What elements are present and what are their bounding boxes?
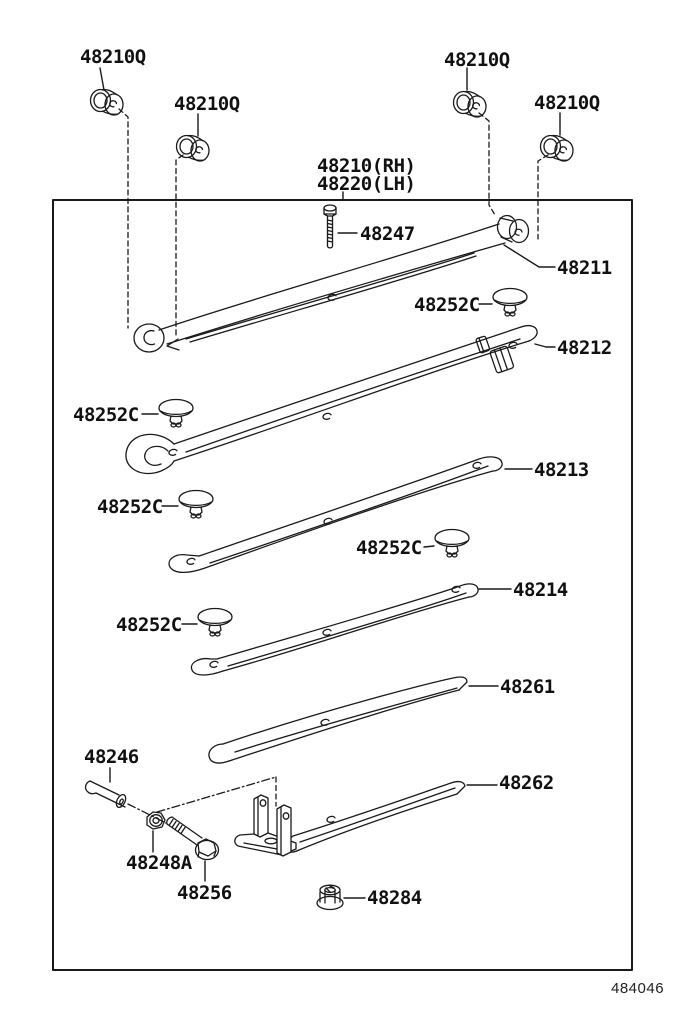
- clip-icon-1: [492, 287, 528, 317]
- figure-ref-number: 484046: [611, 980, 665, 997]
- bolt-icon: [166, 816, 220, 861]
- part-label-48252c-4: 48252C: [356, 537, 422, 559]
- leaf-spring-5: [208, 676, 468, 764]
- leaf-spring-3: [168, 456, 503, 574]
- part-label-48261: 48261: [500, 676, 555, 698]
- leader-lines: [99, 67, 561, 899]
- clip-icon-2: [158, 398, 194, 428]
- assembly-label-rh: 48210(RH): [317, 155, 416, 177]
- frame-border: [52, 199, 633, 971]
- part-label-48252c-1: 48252C: [414, 294, 480, 316]
- part-label-48214: 48214: [513, 579, 568, 601]
- part-label-48247: 48247: [360, 223, 415, 245]
- washer-icon: [146, 811, 166, 830]
- part-label-48284: 48284: [367, 887, 422, 909]
- bushing-icon-3: [452, 90, 487, 118]
- clip-icon-4: [434, 528, 470, 558]
- leaf-spring-6: [286, 780, 466, 853]
- leaf-spring-2: [125, 324, 538, 475]
- part-label-48252c-3: 48252C: [97, 496, 163, 518]
- part-label-48246: 48246: [84, 746, 139, 768]
- part-label-48256: 48256: [177, 882, 232, 904]
- leaf-spring-1: [133, 214, 530, 353]
- assembly-label-lh: 48220(LH): [317, 173, 416, 195]
- clip-icon-5: [197, 607, 233, 637]
- part-label-48211: 48211: [557, 257, 612, 279]
- part-label-48252c-5: 48252C: [116, 614, 182, 636]
- part-label-48210q-1: 48210Q: [80, 46, 146, 68]
- projection-lines: [118, 108, 549, 807]
- pin-icon: [84, 780, 127, 809]
- leaf-spring-4: [190, 583, 479, 676]
- part-label-48212: 48212: [557, 337, 612, 359]
- axis-lines: [127, 776, 277, 824]
- bushing-icon-2: [175, 134, 210, 162]
- part-label-48213: 48213: [534, 459, 589, 481]
- part-label-48262: 48262: [499, 772, 554, 794]
- clip-icon-3: [178, 489, 214, 519]
- part-label-48210q-2: 48210Q: [174, 93, 240, 115]
- part-label-48248a: 48248A: [126, 852, 192, 874]
- part-label-48252c-2: 48252C: [73, 404, 139, 426]
- bushing-icon-1: [89, 88, 124, 116]
- part-label-48210q-3: 48210Q: [444, 49, 510, 71]
- spring-seat-brackets: [234, 794, 297, 857]
- center-bolt-icon: [323, 204, 337, 249]
- nut-icon: [316, 884, 344, 911]
- part-label-48210q-4: 48210Q: [534, 92, 600, 114]
